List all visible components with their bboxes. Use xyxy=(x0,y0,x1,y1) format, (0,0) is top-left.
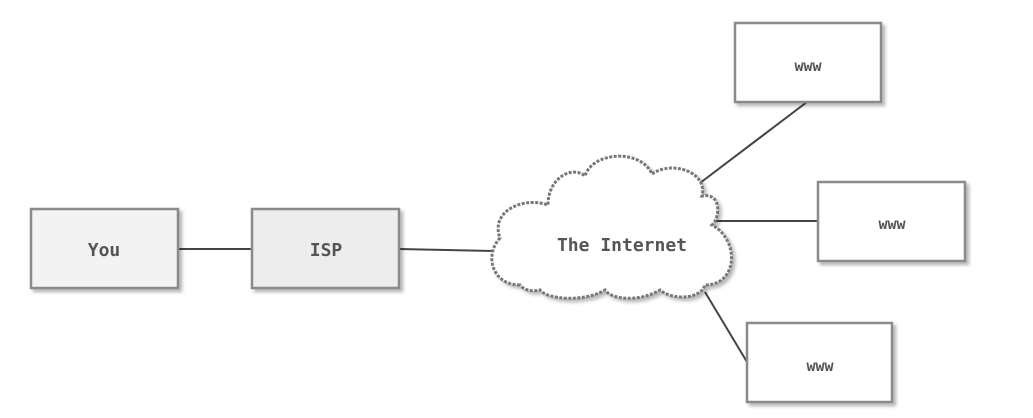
internet-label: The Internet xyxy=(557,235,687,256)
www-bottom-label: www xyxy=(806,357,834,375)
you-label: You xyxy=(88,240,121,261)
cloud-icon xyxy=(490,154,733,300)
isp-label: ISP xyxy=(310,240,343,261)
www-middle-node: www xyxy=(816,180,967,263)
www-middle-label: www xyxy=(878,215,906,233)
www-bottom-node: www xyxy=(745,321,894,404)
www-top-label: www xyxy=(794,57,822,75)
internet-node: The Internet xyxy=(490,154,733,300)
isp-node: ISP xyxy=(250,207,401,290)
connector-isp-internet xyxy=(398,248,494,252)
connector-internet-www-bottom xyxy=(704,291,748,363)
you-box xyxy=(29,207,180,290)
www-bottom-box xyxy=(745,321,894,404)
www-top-box xyxy=(733,21,883,104)
www-middle-box xyxy=(816,180,967,263)
isp-box xyxy=(250,207,401,290)
connector-internet-www-top xyxy=(699,101,808,184)
you-node: You xyxy=(29,207,180,290)
www-top-node: www xyxy=(733,21,883,104)
